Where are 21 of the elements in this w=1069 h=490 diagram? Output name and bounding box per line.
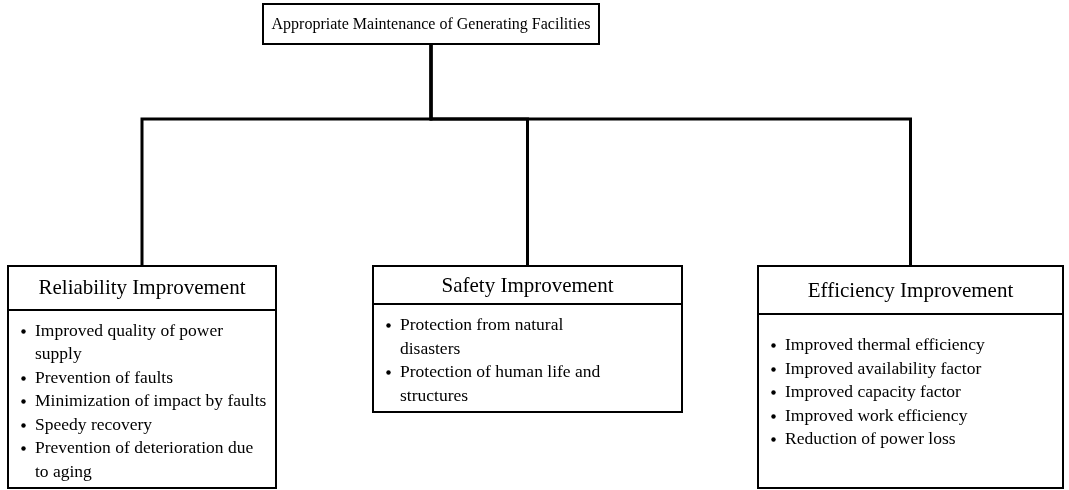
box-heading: Safety Improvement: [374, 267, 681, 305]
box-title: Appropriate Maintenance of Generating Facilities: [271, 15, 591, 33]
title-box: [262, 3, 600, 45]
category-box: [372, 265, 683, 413]
bullet-text: Prevention of faults: [35, 365, 174, 389]
box-heading: Efficiency Improvement: [759, 267, 1062, 315]
bullet-text: Reduction of power loss: [785, 427, 956, 450]
bullet-text: Speedy recovery: [35, 412, 153, 436]
bullet-text: Protection of human life and structures: [400, 360, 602, 407]
connector-line: [429, 45, 912, 265]
category-box: [7, 265, 277, 489]
bullet-text: Improved availability factor: [785, 356, 982, 380]
bullet-text: Protection from natural disasters: [400, 313, 565, 360]
box-heading: Reliability Improvement: [9, 267, 275, 311]
bullet-text: Minimization of impact by faults: [35, 389, 267, 412]
bullet-text: Improved capacity factor: [785, 380, 961, 403]
bullet-text: Improved work efficiency: [785, 403, 968, 427]
category-box: [757, 265, 1064, 489]
bullet-text: Improved quality of power supply: [35, 318, 225, 365]
bullet-text: Improved thermal efficiency: [785, 333, 985, 356]
bullet-text: Prevention of deterioration due to aging: [35, 436, 255, 483]
